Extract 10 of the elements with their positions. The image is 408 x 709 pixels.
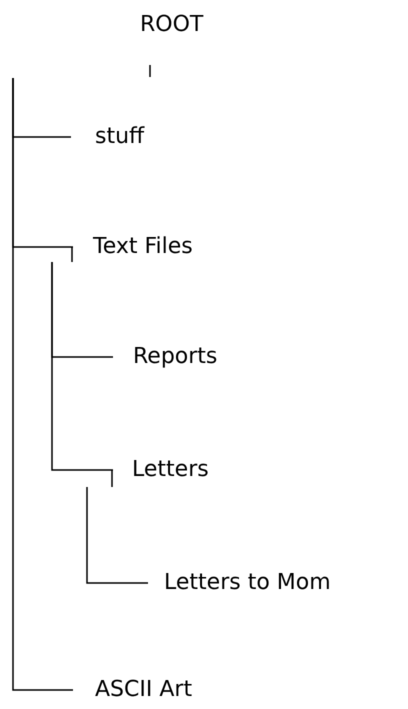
node-label: Text Files [93,234,193,259]
node-label: Reports [133,344,218,369]
node-label: ROOT [140,12,204,37]
connector-line [51,262,113,471]
connector-line [86,487,148,584]
node-label: ASCII Art [95,677,192,702]
node-label: Letters to Mom [164,570,331,595]
connector-line [12,78,73,691]
node-label: Letters [132,457,209,482]
node-label: stuff [95,124,144,149]
